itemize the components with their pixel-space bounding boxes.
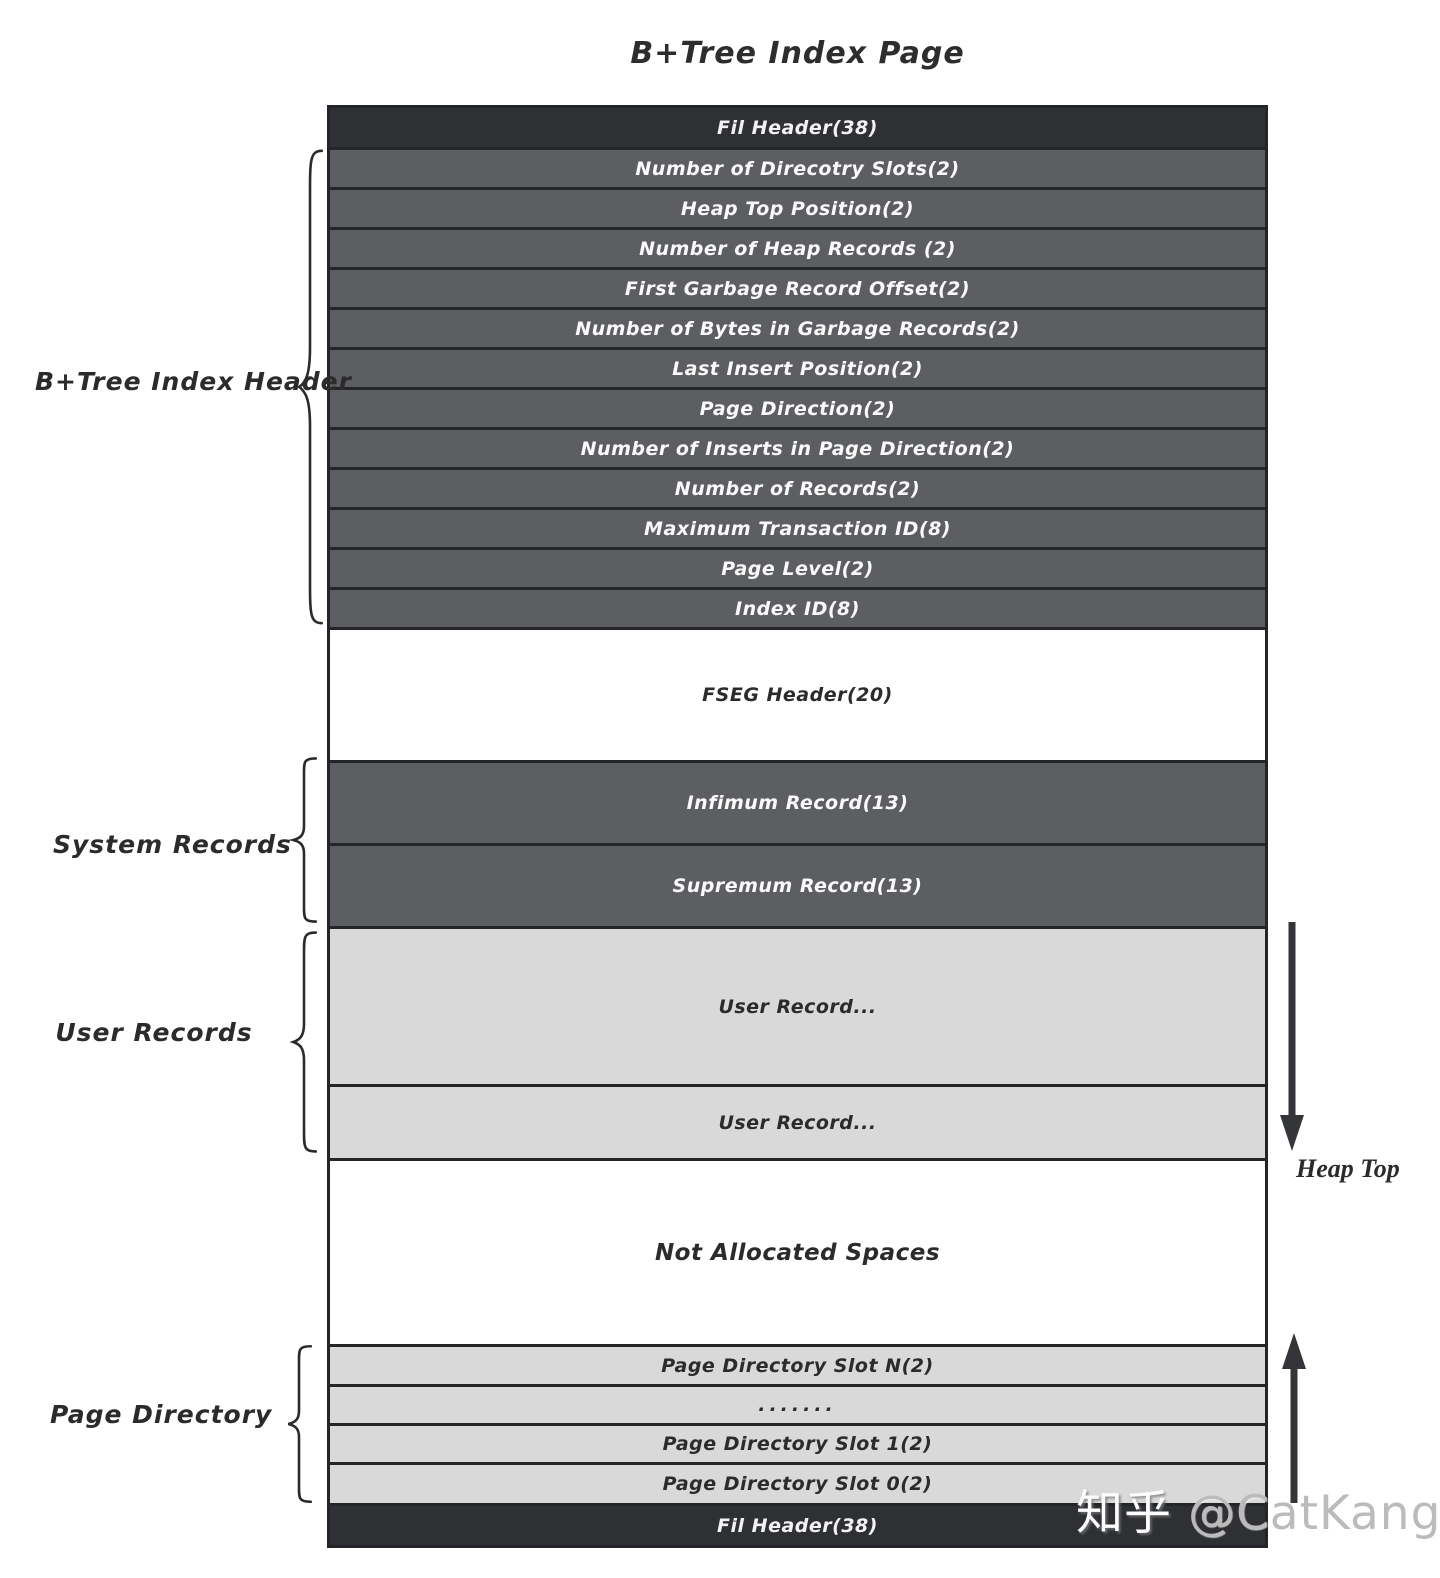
brace-user-records bbox=[288, 928, 320, 1156]
label-system-records: System Records bbox=[53, 830, 292, 859]
brace-page-directory bbox=[283, 1343, 315, 1505]
row-maximum-transaction-id: Maximum Transaction ID(8) bbox=[330, 510, 1265, 550]
row-inserts-in-page-direction: Number of Inserts in Page Direction(2) bbox=[330, 430, 1265, 470]
heap-top-annotation: Heap Top bbox=[1296, 1154, 1400, 1183]
row-page-level: Page Level(2) bbox=[330, 550, 1265, 590]
row-page-directory-slot-0: Page Directory Slot 0(2) bbox=[330, 1465, 1265, 1506]
brace-system-records bbox=[288, 755, 320, 925]
row-fseg-header: FSEG Header(20) bbox=[330, 630, 1265, 763]
row-fil-header-top: Fil Header(38) bbox=[330, 108, 1265, 150]
row-supremum-record: Supremum Record(13) bbox=[330, 846, 1265, 929]
row-number-of-records: Number of Records(2) bbox=[330, 470, 1265, 510]
brace-btree-index-header bbox=[294, 141, 326, 633]
row-last-insert-position: Last Insert Position(2) bbox=[330, 350, 1265, 390]
row-page-directory-slot-n: Page Directory Slot N(2) bbox=[330, 1347, 1265, 1387]
row-user-record-2: User Record... bbox=[330, 1087, 1265, 1161]
row-infimum-record: Infimum Record(13) bbox=[330, 763, 1265, 846]
row-page-direction: Page Direction(2) bbox=[330, 390, 1265, 430]
label-page-directory: Page Directory bbox=[50, 1400, 273, 1429]
page-title: B+Tree Index Page bbox=[630, 36, 965, 71]
row-page-directory-slot-1: Page Directory Slot 1(2) bbox=[330, 1426, 1265, 1465]
page-structure-table: Fil Header(38) Number of Direcotry Slots… bbox=[327, 105, 1268, 1548]
row-not-allocated-spaces: Not Allocated Spaces bbox=[330, 1161, 1265, 1347]
row-page-directory-ellipsis: ....... bbox=[330, 1387, 1265, 1426]
heap-grow-down-arrow bbox=[1280, 922, 1304, 1151]
watermark: 知乎 @CatKang bbox=[1076, 1474, 1440, 1543]
row-first-garbage-record-offset: First Garbage Record Offset(2) bbox=[330, 270, 1265, 310]
label-user-records: User Records bbox=[55, 1018, 253, 1047]
watermark-site: 知乎 bbox=[1076, 1486, 1172, 1541]
row-number-of-heap-records: Number of Heap Records (2) bbox=[330, 230, 1265, 270]
row-fil-header-bottom: Fil Header(38) bbox=[330, 1506, 1265, 1545]
watermark-handle: @CatKang bbox=[1187, 1486, 1440, 1541]
row-number-of-directory-slots: Number of Direcotry Slots(2) bbox=[330, 150, 1265, 190]
page-directory-grow-up-arrow bbox=[1282, 1333, 1306, 1503]
row-bytes-in-garbage-records: Number of Bytes in Garbage Records(2) bbox=[330, 310, 1265, 350]
label-btree-index-header: B+Tree Index Header bbox=[35, 367, 352, 396]
row-index-id: Index ID(8) bbox=[330, 590, 1265, 630]
row-user-record-1: User Record... bbox=[330, 929, 1265, 1087]
row-heap-top-position: Heap Top Position(2) bbox=[330, 190, 1265, 230]
